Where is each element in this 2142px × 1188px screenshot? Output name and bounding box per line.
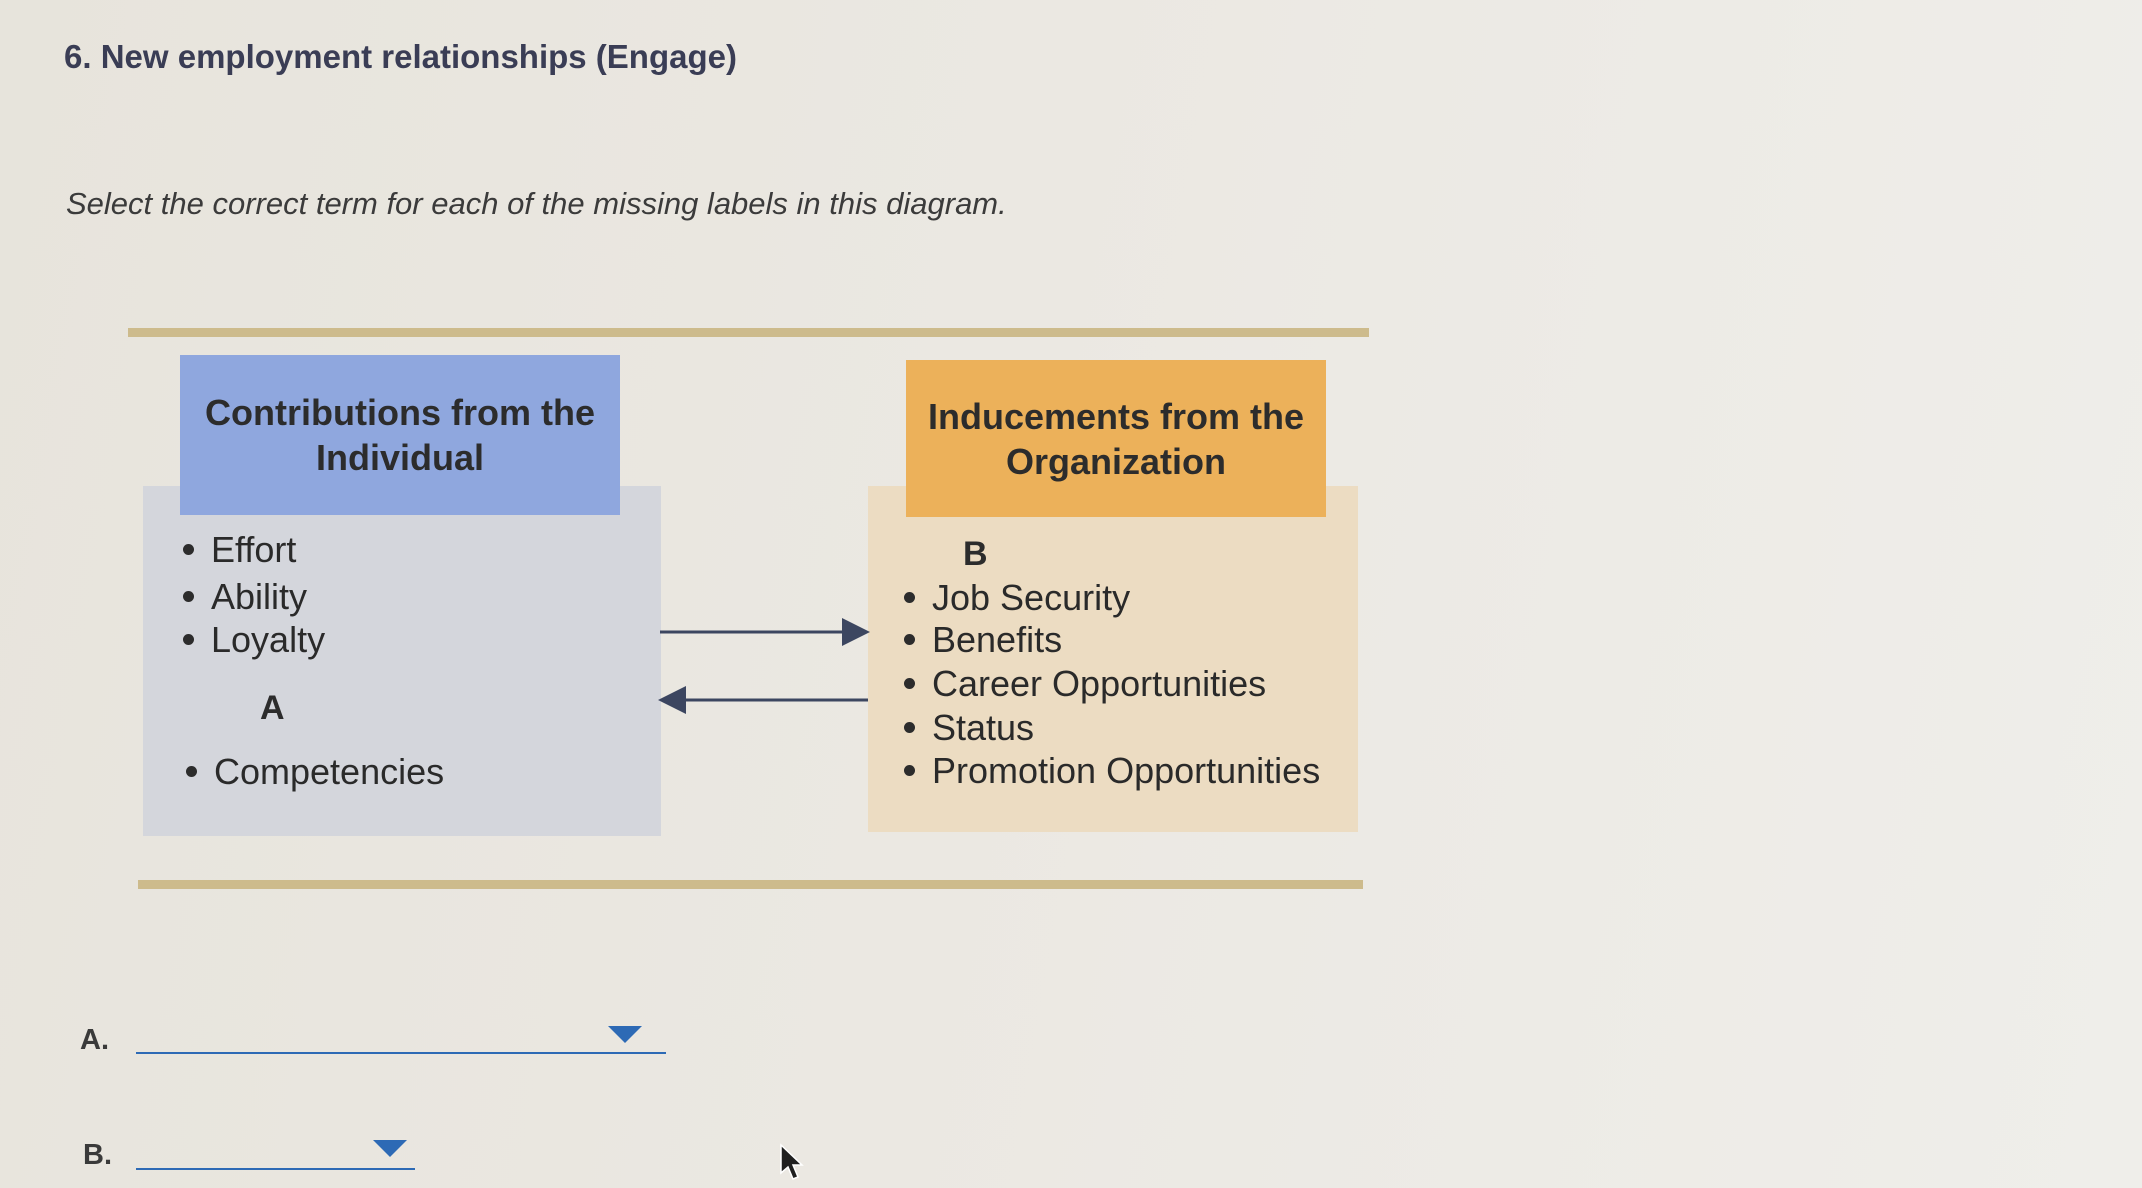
bullet-icon <box>904 633 915 645</box>
missing-label-a: A <box>260 689 285 727</box>
list-item: Competencies <box>186 751 444 793</box>
inducements-panel <box>868 486 1358 832</box>
chevron-down-icon[interactable] <box>608 1026 642 1043</box>
chevron-down-icon[interactable] <box>373 1140 407 1157</box>
bullet-icon <box>904 677 915 689</box>
bullet-icon <box>904 764 915 776</box>
list-item: Benefits <box>904 619 1062 661</box>
bullet-icon <box>904 591 915 603</box>
answer-a-label: A. <box>80 1024 109 1056</box>
arrow-left-icon <box>658 686 868 714</box>
bullet-icon <box>904 721 915 733</box>
bullet-icon <box>183 590 194 602</box>
bullet-icon <box>186 765 197 777</box>
list-item: Job Security <box>904 577 1130 619</box>
list-item: Status <box>904 707 1034 749</box>
answer-b-label: B. <box>83 1139 112 1171</box>
question-instruction: Select the correct term for each of the … <box>66 186 1007 221</box>
arrow-right-icon <box>660 618 870 646</box>
question-title: 6. New employment relationships (Engage) <box>64 38 737 75</box>
missing-label-b: B <box>963 535 988 573</box>
bullet-icon <box>183 633 194 645</box>
list-item: Loyalty <box>183 619 325 661</box>
diagram-bottom-rule <box>138 880 1363 889</box>
contributions-panel <box>143 486 661 836</box>
mouse-cursor-icon <box>780 1143 804 1180</box>
list-item: Effort <box>183 529 296 571</box>
list-item: Career Opportunities <box>904 663 1266 705</box>
inducements-header: Inducements from the Organization <box>906 360 1326 517</box>
diagram-top-rule <box>128 328 1369 337</box>
contributions-header: Contributions from the Individual <box>180 355 620 515</box>
answer-a-dropdown[interactable] <box>136 1016 666 1054</box>
answer-b-dropdown[interactable] <box>136 1132 415 1170</box>
list-item: Promotion Opportunities <box>904 750 1320 792</box>
bullet-icon <box>183 543 194 555</box>
list-item: Ability <box>183 576 307 618</box>
